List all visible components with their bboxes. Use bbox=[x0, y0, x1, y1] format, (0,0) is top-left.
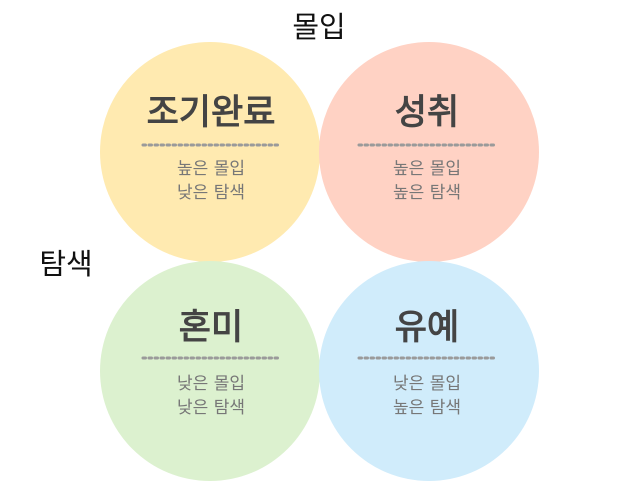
quadrant-top-left: 조기완료 높은 몰입 낮은 탐색 bbox=[141, 93, 280, 203]
quadrant-title: 성취 bbox=[395, 93, 459, 133]
quadrant-top-left-circle bbox=[100, 42, 320, 262]
quadrant-line-1: 낮은 몰입 bbox=[177, 374, 245, 394]
center-diamond bbox=[275, 216, 363, 304]
quadrant-title: 유예 bbox=[395, 308, 459, 348]
quadrant-line-2: 낮은 탐색 bbox=[177, 398, 245, 418]
axis-label-left: 탐색 bbox=[39, 247, 92, 281]
quadrant-bottom-left-circle bbox=[100, 261, 320, 481]
quadrant-line-1: 낮은 몰입 bbox=[393, 374, 461, 394]
quadrant-line-2: 낮은 탐색 bbox=[177, 183, 245, 203]
quadrant-title: 조기완료 bbox=[147, 93, 276, 133]
quadrant-bottom-right: 유예 낮은 몰입 높은 탐색 bbox=[357, 308, 496, 418]
quadrant-line-2: 높은 탐색 bbox=[393, 183, 461, 203]
quadrant-bottom-left: 혼미 낮은 몰입 낮은 탐색 bbox=[141, 308, 280, 418]
quadrant-line-2: 높은 탐색 bbox=[393, 398, 461, 418]
quadrant-top-right: 성취 높은 몰입 높은 탐색 bbox=[357, 93, 496, 203]
quadrant-title: 혼미 bbox=[179, 308, 243, 348]
quadrant-line-1: 높은 몰입 bbox=[177, 159, 245, 179]
axis-label-top: 몰입 bbox=[292, 10, 345, 44]
quadrant-top-right-circle bbox=[319, 42, 539, 262]
quadrant-line-1: 높은 몰입 bbox=[393, 159, 461, 179]
quadrant-bottom-right-circle bbox=[319, 261, 539, 481]
